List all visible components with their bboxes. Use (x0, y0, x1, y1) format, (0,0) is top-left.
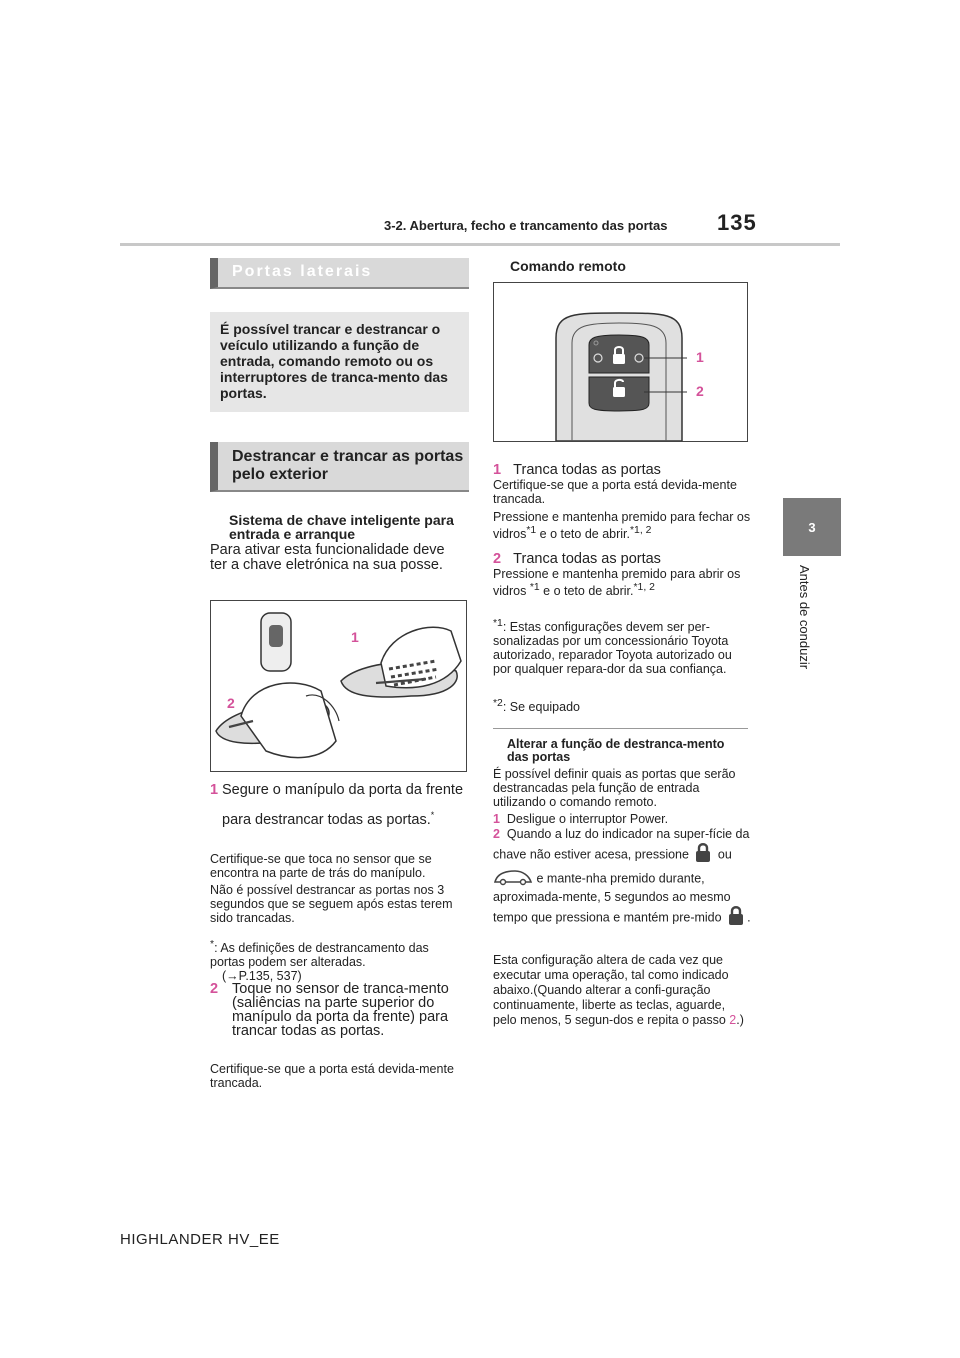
figure-label-1: 1 (696, 349, 704, 365)
lock-icon (725, 905, 747, 931)
left-step-2-note: Certifique-se que a porta está devida-me… (210, 1062, 454, 1090)
door-handle-figure: 1 2 (210, 600, 467, 772)
alter-function-heading: Alterar a função de destranca-mento das … (507, 737, 725, 764)
footnote-text: : As definições de destrancamento das po… (210, 941, 429, 970)
alter-step-2: 2 Quando a luz do indicador na super-fíc… (493, 827, 751, 931)
step-number: 2 (493, 827, 500, 841)
intro-box: É possível trancar e destrancar o veícul… (210, 312, 469, 412)
note-text: e o teto de abrir. (536, 527, 630, 542)
lock-icon (692, 842, 714, 868)
right-step-1-note-2: Pressione e mantenha premido para fechar… (493, 510, 751, 541)
left-step-1-text: Segure o manípulo da porta da frente par… (222, 782, 464, 828)
step-number: 1 (210, 782, 219, 798)
divider (493, 728, 748, 729)
alter-step-1: 1 Desligue o interruptor Power. (493, 812, 751, 826)
footnote-mark: *1 (526, 525, 537, 536)
page-reference: (→P.135, 537) (222, 969, 302, 984)
footnote-mark: * (210, 939, 215, 950)
closing-paragraph: Esta configuração altera de cada vez que… (493, 953, 751, 1028)
footer-model: HIGHLANDER HV_EE (120, 1231, 280, 1248)
right-step-2-title: 2 Tranca todas as portas (493, 551, 751, 567)
page-header-title: 3-2. Abertura, fecho e trancamento das p… (384, 218, 668, 233)
footnote-mark: *1 (493, 618, 503, 629)
step-title: Tranca todas as portas (513, 462, 661, 478)
remote-heading: Comando remoto (510, 258, 626, 274)
left-step-2: 2 Toque no sensor de tranca-mento (saliê… (210, 981, 470, 1039)
footnote-text: : Se equipado (502, 700, 580, 715)
left-step-1-note-1: Certifique-se que toca no sensor que se … (210, 852, 432, 880)
note-text: Pressione e mantenha premido para abrir … (493, 567, 741, 599)
left-step-1: 1 Segure o manípulo da porta da frente p… (210, 778, 470, 828)
note-text: e o teto de abrir. (539, 584, 634, 599)
footnote-mark: *2 (493, 698, 503, 709)
right-step-1-title: 1 Tranca todas as portas (493, 462, 751, 478)
right-step-1-note-1: Certifique-se que a porta está devida-me… (493, 478, 737, 506)
note-text: Pressione e mantenha premido para fechar… (493, 510, 751, 542)
right-step-2-note: Pressione e mantenha premido para abrir … (493, 567, 751, 598)
page-number: 135 (717, 210, 757, 235)
right-step-2: 2 Tranca todas as portas Pressione e man… (493, 551, 751, 598)
left-step-1-note-2: Não é possível destrancar as portas nos … (210, 883, 453, 925)
chapter-label: Antes de conduzir (797, 565, 827, 715)
figure-label-2: 2 (227, 695, 235, 711)
step-reference: 2 (729, 1013, 737, 1027)
right-footnote-1: *1: Estas configurações devem ser per-so… (493, 617, 751, 676)
chapter-tab: 3 (783, 498, 841, 556)
chapter-label-text: Antes de conduzir (797, 565, 812, 670)
step-text: Desligue o interruptor Power. (506, 812, 669, 826)
closing-text: .) (736, 1013, 744, 1027)
or-text: ou (717, 847, 732, 862)
footnote-mark: *1 (529, 582, 540, 593)
smart-key-heading: Sistema de chave inteligente para entrad… (229, 512, 454, 542)
step-text: Quando a luz do indicador na super-fície… (493, 827, 750, 862)
door-handle-illustration (215, 612, 462, 759)
step-title: Tranca todas as portas (513, 551, 661, 567)
left-step-2-text: Toque no sensor de tranca-mento (saliênc… (232, 981, 449, 1039)
alter-function-paragraph: É possível definir quais as portas que s… (493, 767, 736, 809)
step-number: 2 (493, 551, 502, 567)
step-text: e mante-nha premido durante, aproximada-… (493, 871, 731, 925)
step-number: 1 (493, 462, 502, 478)
header-rule (120, 243, 840, 246)
footnote-mark: *1, 2 (630, 525, 652, 536)
section-title-portas-laterais: Portas laterais (210, 258, 469, 289)
smart-key-paragraph: Para ativar esta funcionalidade deve ter… (210, 542, 445, 573)
right-step-1: 1 Tranca todas as portas Certifique-se q… (493, 462, 751, 541)
section-title-destrancar: Destrancar e trancar as portas pelo exte… (210, 442, 469, 492)
step-text: . (747, 910, 751, 925)
step-number: 2 (210, 981, 219, 997)
closing-text: Esta configuração altera de cada vez que… (493, 953, 730, 1027)
figure-label-2: 2 (696, 383, 704, 399)
remote-key-illustration (555, 312, 687, 442)
right-footnote-2: *2: Se equipado (493, 697, 751, 714)
left-step-1-footnote: *: As definições de destrancamento das p… (210, 938, 465, 983)
figure-label-1: 1 (351, 629, 359, 645)
footnote-text: : Estas configurações devem ser per-sona… (493, 620, 732, 677)
step-number: 1 (493, 812, 500, 826)
footnote-mark: *1, 2 (633, 582, 655, 593)
remote-figure: 1 2 (493, 282, 748, 442)
footnote-mark: * (430, 810, 435, 820)
car-icon (493, 868, 533, 890)
